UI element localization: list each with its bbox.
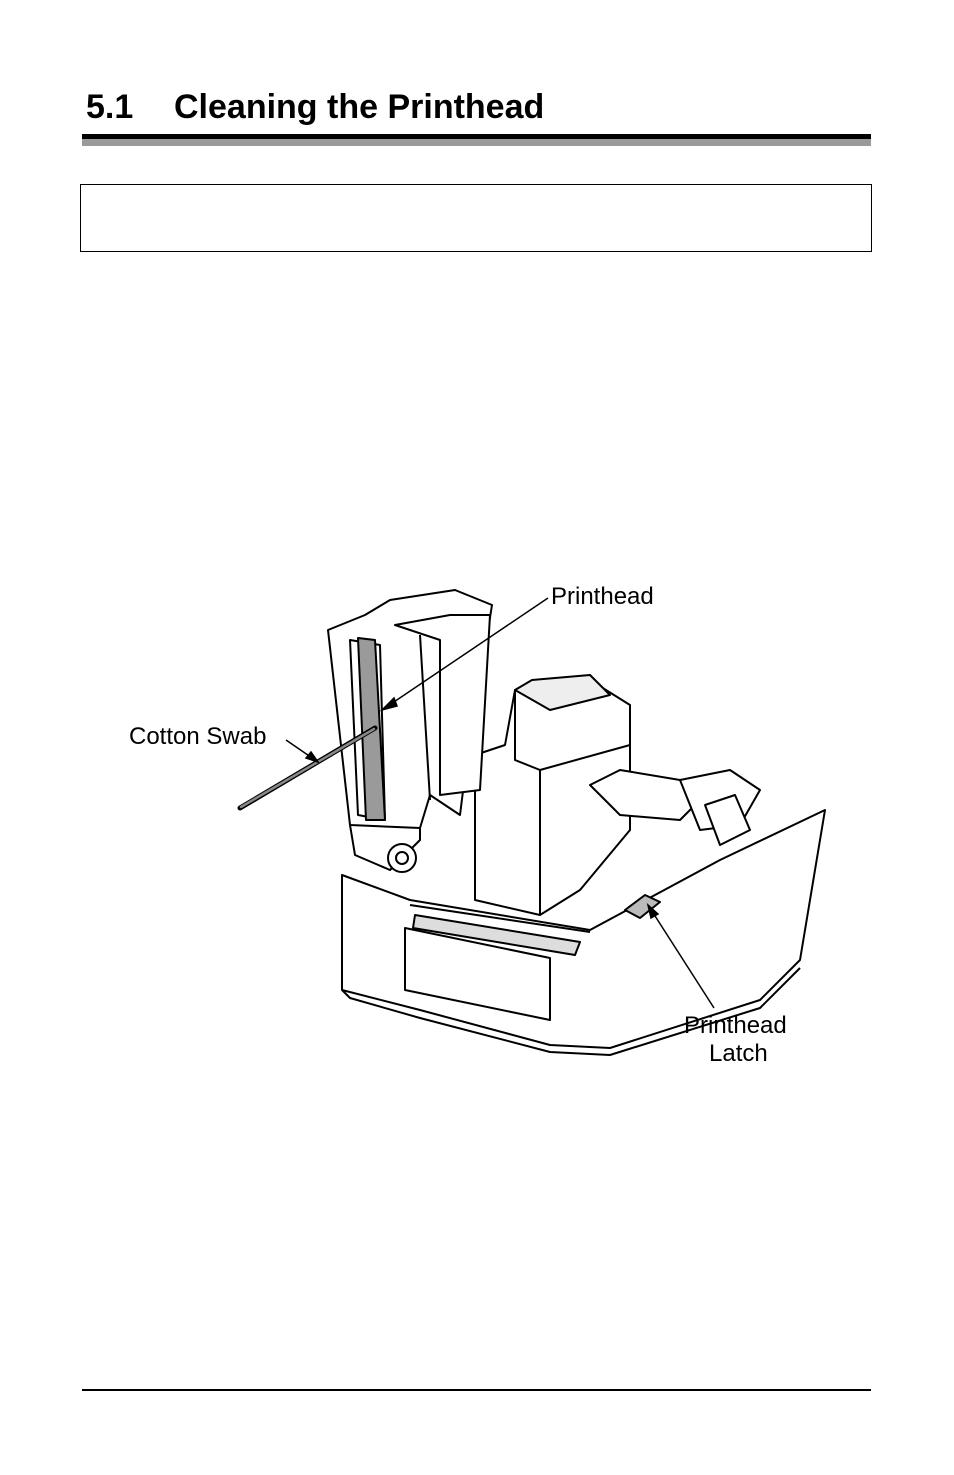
title-rule-shadow bbox=[82, 139, 871, 146]
label-printhead-latch-line2: Latch bbox=[709, 1040, 768, 1067]
label-printhead-latch-line1: Printhead bbox=[684, 1012, 787, 1039]
label-cotton-swab: Cotton Swab bbox=[129, 723, 267, 750]
section-number: 5.1 bbox=[86, 88, 134, 126]
title-rule bbox=[82, 134, 871, 139]
section-title: Cleaning the Printhead bbox=[174, 88, 545, 126]
control-tower bbox=[474, 679, 631, 916]
printer-figure: Printhead Cotton Swab Printhead Latch bbox=[120, 570, 840, 1070]
label-printhead: Printhead bbox=[551, 583, 654, 610]
footer-rule bbox=[82, 1389, 871, 1391]
note-box bbox=[80, 184, 872, 252]
printer-illustration bbox=[237, 589, 826, 1056]
printhead-latch bbox=[624, 894, 661, 919]
